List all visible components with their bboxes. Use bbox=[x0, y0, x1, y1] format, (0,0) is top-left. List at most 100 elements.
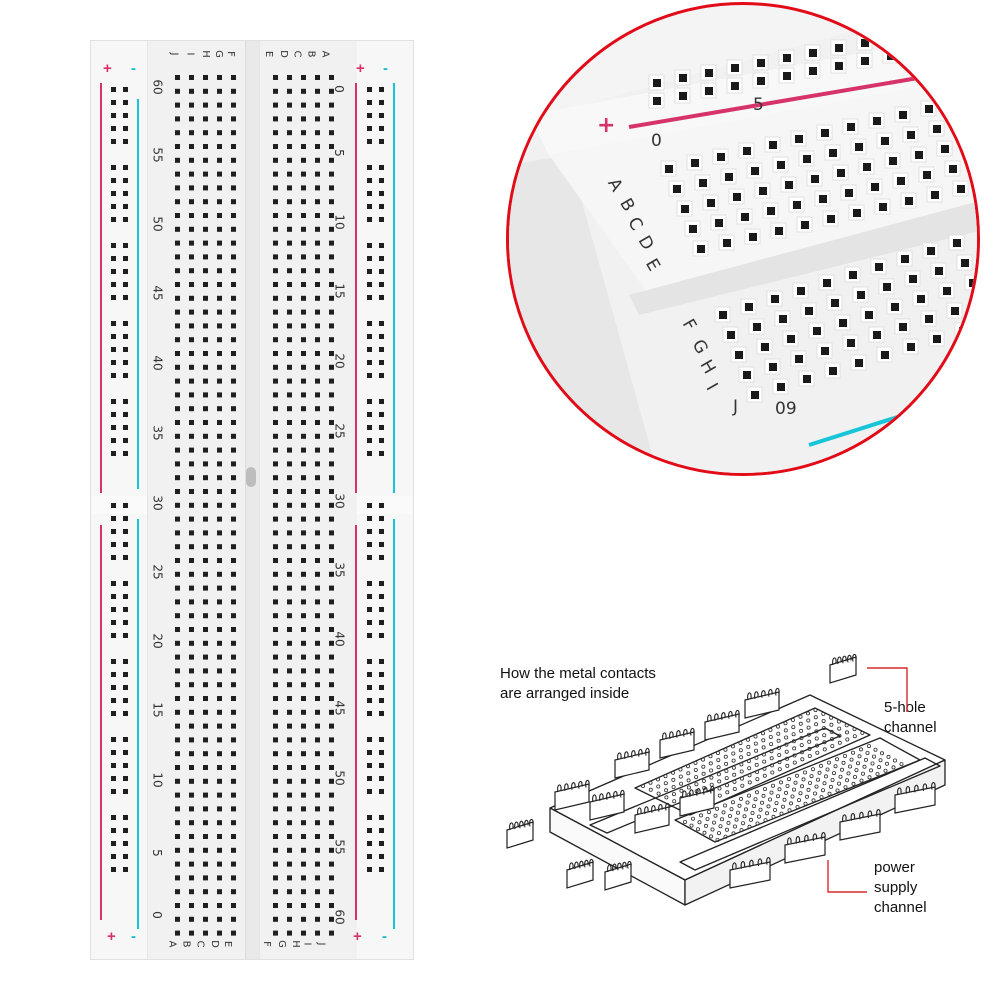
terminal-hole bbox=[301, 640, 306, 646]
terminal-hole bbox=[315, 254, 320, 260]
zoom-hole bbox=[881, 351, 889, 359]
rail-notch-left bbox=[91, 496, 147, 514]
terminal-hole bbox=[273, 213, 278, 218]
terminal-hole bbox=[175, 778, 180, 784]
diagram-hole bbox=[762, 759, 767, 764]
terminal-hole bbox=[315, 723, 320, 729]
diagram-hole bbox=[719, 817, 724, 822]
diagram-hole bbox=[866, 744, 871, 749]
diagram-hole bbox=[849, 757, 854, 762]
diagram-hole bbox=[730, 744, 735, 749]
terminal-hole bbox=[189, 613, 194, 619]
terminal-hole bbox=[287, 861, 292, 867]
terminal-hole bbox=[231, 806, 236, 812]
terminal-hole bbox=[315, 378, 320, 384]
terminal-hole bbox=[301, 806, 306, 812]
column-number-right: 25 bbox=[332, 423, 347, 439]
diagram-hole bbox=[709, 775, 714, 780]
terminal-hole bbox=[231, 668, 236, 674]
terminal-hole bbox=[217, 709, 222, 715]
power-rail-hole bbox=[367, 607, 372, 612]
terminal-hole bbox=[287, 696, 292, 701]
terminal-hole bbox=[301, 433, 306, 439]
power-rail-hole bbox=[111, 659, 116, 664]
zoom-hole bbox=[759, 187, 767, 195]
terminal-hole bbox=[175, 185, 180, 191]
power-rail-hole bbox=[111, 529, 116, 534]
terminal-hole bbox=[315, 585, 320, 591]
power-rail-hole bbox=[367, 295, 372, 300]
terminal-hole bbox=[217, 861, 222, 867]
terminal-hole bbox=[301, 820, 306, 826]
zoom-hole bbox=[923, 171, 931, 179]
terminal-hole bbox=[231, 116, 236, 122]
diagram-hole bbox=[766, 804, 771, 809]
terminal-hole bbox=[189, 130, 194, 136]
metal-contact-clip bbox=[614, 747, 650, 779]
terminal-hole bbox=[189, 709, 194, 715]
terminal-hole bbox=[203, 88, 208, 94]
diagram-hole bbox=[656, 784, 661, 789]
zoom-hole bbox=[927, 247, 935, 255]
diagram-hole bbox=[769, 749, 774, 754]
diagram-hole bbox=[814, 722, 819, 727]
diagram-hole bbox=[693, 767, 698, 772]
terminal-hole bbox=[203, 682, 208, 688]
terminal-hole bbox=[329, 723, 334, 729]
terminal-hole bbox=[329, 765, 334, 770]
terminal-hole bbox=[273, 599, 278, 605]
terminal-hole bbox=[231, 282, 236, 287]
terminal-hole bbox=[231, 737, 236, 743]
terminal-hole bbox=[175, 544, 180, 550]
diagram-hole bbox=[738, 748, 743, 753]
column-number-right: 30 bbox=[332, 493, 347, 509]
zoom-hole bbox=[881, 137, 889, 145]
terminal-hole bbox=[329, 364, 334, 370]
terminal-hole bbox=[301, 240, 306, 246]
terminal-hole bbox=[175, 406, 180, 412]
zoom-hole bbox=[679, 74, 687, 82]
minus-sign-top-right: - bbox=[383, 60, 388, 77]
metal-contact-clip bbox=[566, 858, 594, 889]
right-terminal-area bbox=[259, 41, 359, 959]
zoom-hole bbox=[861, 39, 869, 47]
terminal-hole bbox=[203, 751, 208, 757]
terminal-hole bbox=[287, 254, 292, 260]
power-rail-hole bbox=[367, 685, 372, 690]
diagram-hole bbox=[779, 811, 784, 816]
terminal-hole bbox=[175, 337, 180, 343]
zoom-column-09: 09 bbox=[775, 399, 797, 419]
row-label-H-bottom: H bbox=[289, 940, 301, 948]
power-rail-hole bbox=[111, 672, 116, 677]
terminal-hole bbox=[231, 599, 236, 605]
power-rail-hole bbox=[111, 100, 116, 105]
terminal-hole bbox=[287, 447, 292, 453]
diagram-hole bbox=[791, 732, 796, 737]
diagram-hole bbox=[790, 718, 795, 723]
terminal-hole bbox=[231, 88, 236, 94]
diagram-hole bbox=[857, 754, 862, 759]
power-rail-hole bbox=[367, 555, 372, 560]
row-label-F-bottom: F bbox=[260, 941, 272, 947]
zoom-hole bbox=[819, 195, 827, 203]
terminal-hole bbox=[273, 792, 278, 798]
terminal-hole bbox=[329, 420, 334, 425]
terminal-hole bbox=[287, 378, 292, 384]
power-rail-hole bbox=[379, 191, 384, 196]
terminal-hole bbox=[189, 226, 194, 232]
terminal-hole bbox=[273, 613, 278, 619]
diagram-hole bbox=[705, 816, 710, 821]
terminal-hole bbox=[287, 102, 292, 108]
terminal-hole bbox=[189, 199, 194, 205]
terminal-hole bbox=[273, 916, 278, 922]
power-rail-hole bbox=[379, 581, 384, 586]
zoom-column-5: 5 bbox=[753, 95, 764, 115]
power-rail-hole bbox=[367, 776, 372, 781]
terminal-hole bbox=[203, 613, 208, 619]
terminal-hole bbox=[301, 323, 306, 329]
diagram-hole bbox=[812, 791, 817, 796]
diagram-hole bbox=[714, 806, 719, 811]
diagram-hole bbox=[822, 733, 827, 738]
terminal-hole bbox=[175, 295, 180, 301]
diagram-hole bbox=[804, 794, 809, 799]
